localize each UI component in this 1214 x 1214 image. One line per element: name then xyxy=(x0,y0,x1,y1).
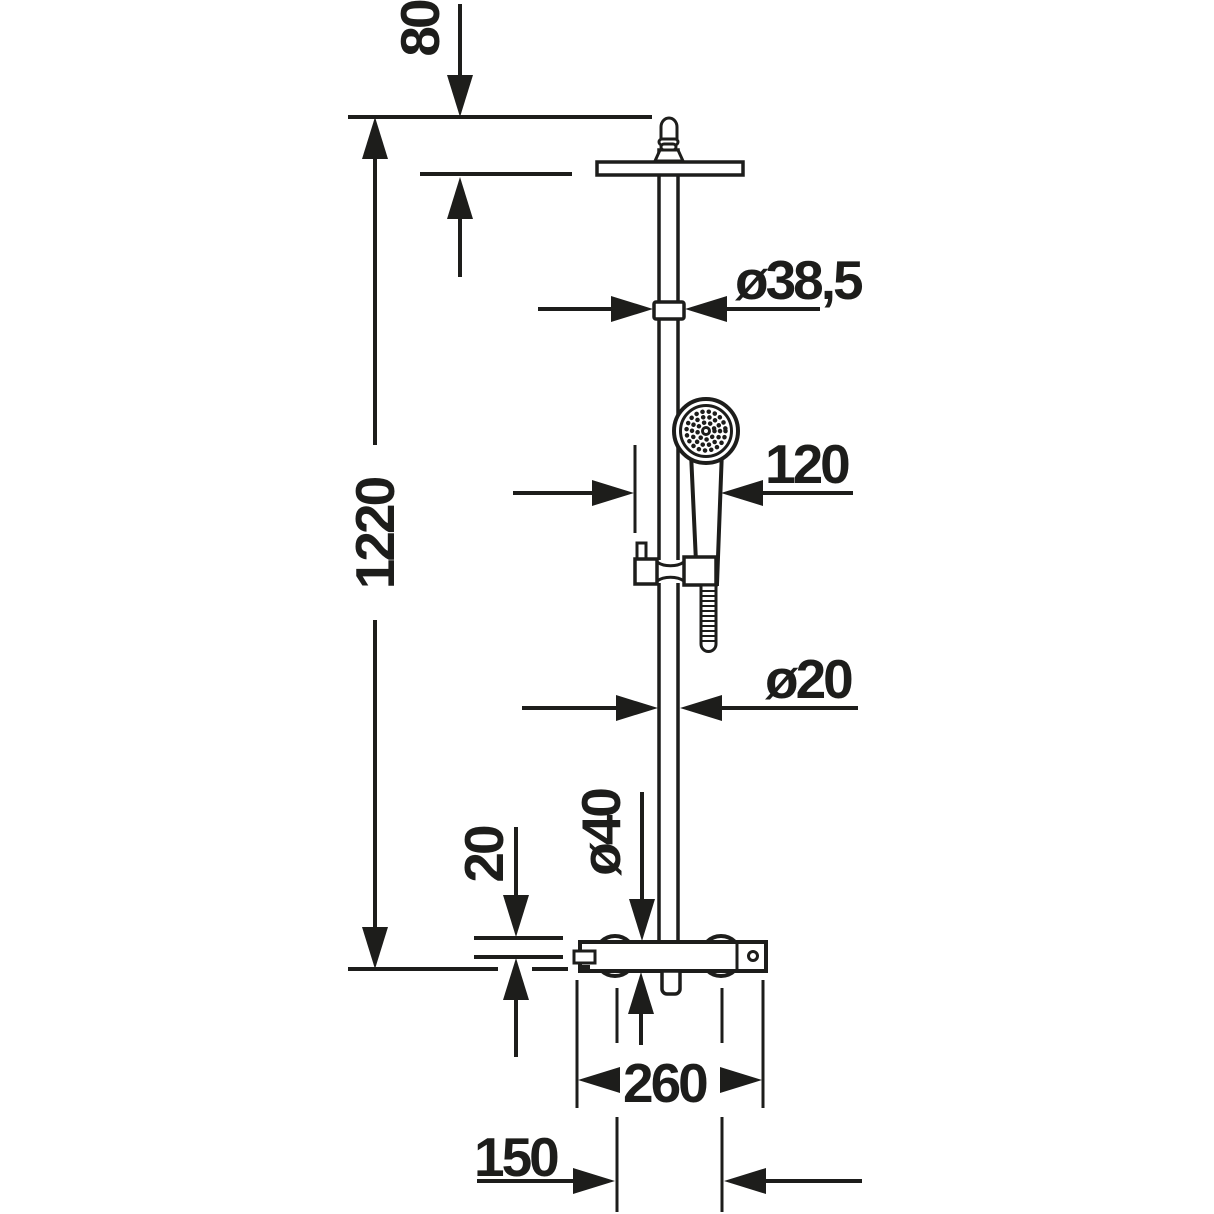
dim-pipe-diameter: ø20 xyxy=(522,648,858,721)
arrowhead-right xyxy=(616,695,658,721)
dim-label-mixer-width: 260 xyxy=(623,1052,707,1114)
arrowhead-down xyxy=(503,895,529,937)
spray-nozzle-ring xyxy=(684,409,728,453)
dim-label-hand-shower-offset: 120 xyxy=(765,433,849,495)
arrowhead-down xyxy=(447,75,473,117)
shower-hose xyxy=(699,583,718,653)
hand-shower xyxy=(672,397,740,586)
dim-label-pipe-diameter: ø20 xyxy=(765,648,852,710)
holder-left-block xyxy=(633,557,659,586)
arrowhead-right xyxy=(592,480,634,506)
dim-label-total-height: 1220 xyxy=(344,477,406,589)
dim-top-offset: 80 xyxy=(389,0,473,277)
arrowhead-left xyxy=(578,1067,620,1093)
arrowhead-right xyxy=(720,1067,762,1093)
arrowhead-left xyxy=(685,296,727,322)
hose-ribs xyxy=(701,590,716,642)
dim-connection-spacing: 150 xyxy=(474,988,862,1212)
arrowhead-left xyxy=(680,695,722,721)
dim-total-height: 1220 xyxy=(344,117,406,969)
arrowhead-up xyxy=(628,972,654,1014)
thermostatic-mixer xyxy=(572,934,768,996)
spray-center xyxy=(701,426,711,436)
shower-column xyxy=(595,116,745,945)
mixer-outlet xyxy=(660,969,682,996)
arrowhead-up xyxy=(503,958,529,1000)
handle-dot xyxy=(747,950,759,962)
pipe-collar xyxy=(652,300,686,321)
holder-waist-top xyxy=(656,560,685,568)
mixer-left-detail xyxy=(582,965,590,971)
dim-hand-shower-offset: 120 xyxy=(513,433,853,533)
arrowhead-right xyxy=(573,1168,615,1194)
spray-nozzle-ring xyxy=(695,420,717,442)
dim-label-connection-spacing: 150 xyxy=(474,1126,558,1188)
dim-label-wall-clearance: 20 xyxy=(453,826,515,883)
holder-right-block xyxy=(682,555,718,587)
arrowhead-up xyxy=(362,117,388,159)
arrowhead-left xyxy=(721,480,763,506)
dim-mixer-diameter: ø40 xyxy=(570,789,655,1045)
mixer-body xyxy=(578,940,768,973)
dim-label-mixer-diameter: ø40 xyxy=(570,789,632,876)
reference-lines xyxy=(348,115,652,971)
finial-cap xyxy=(659,116,679,144)
arrowhead-left xyxy=(724,1168,766,1194)
arrowhead-up xyxy=(447,177,473,219)
mixer-left-notch xyxy=(572,949,597,965)
dim-label-collar-diameter: ø38,5 xyxy=(735,249,863,311)
finial-base xyxy=(652,148,686,163)
arrowhead-right xyxy=(611,296,653,322)
dim-wall-clearance: 20 xyxy=(453,826,563,1057)
arrowhead-down xyxy=(629,899,655,941)
dim-collar-diameter: ø38,5 xyxy=(538,249,866,322)
riser-pipe xyxy=(657,148,680,945)
dim-label-top-offset: 80 xyxy=(389,0,451,57)
spray-nozzle-ring xyxy=(689,414,723,448)
dim-mixer-width: 260 xyxy=(575,980,765,1114)
holder-waist-bottom xyxy=(656,575,685,583)
shower-head-arm xyxy=(595,160,745,177)
arrowhead-down xyxy=(362,927,388,969)
